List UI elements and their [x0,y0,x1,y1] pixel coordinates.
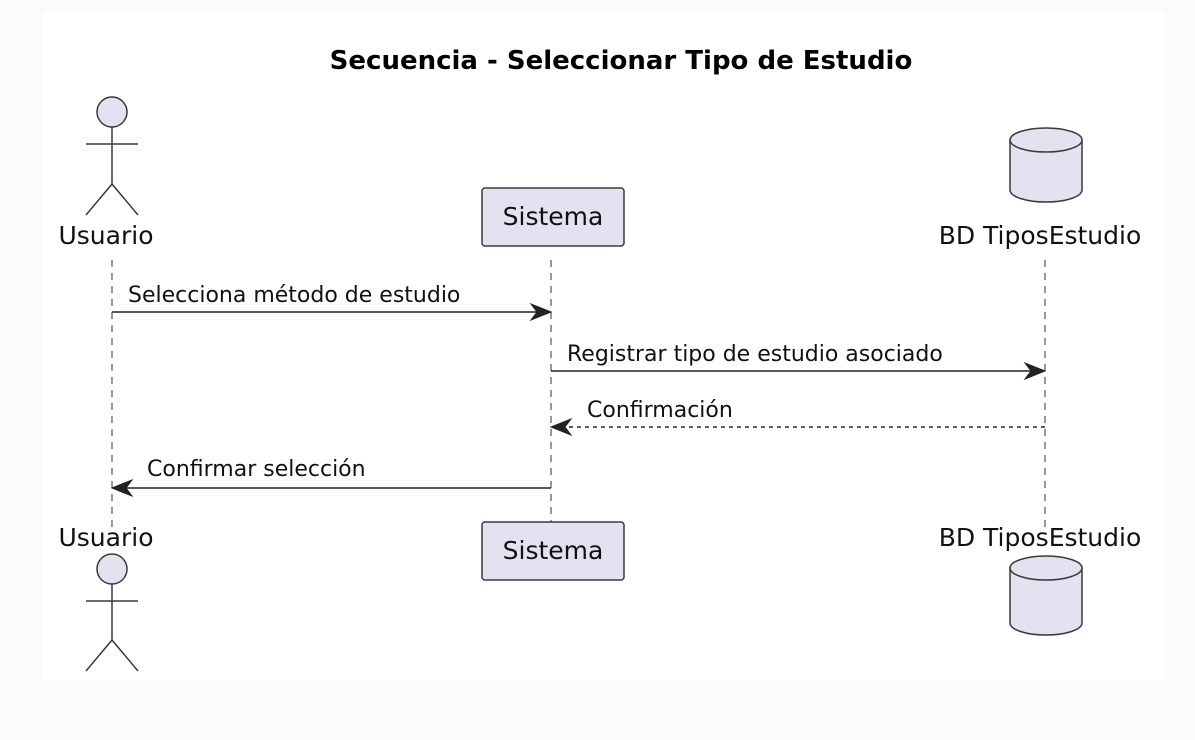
bd-label-top: BD TiposEstudio [939,221,1142,250]
database-icon [1009,127,1083,203]
usuario-actor-top: Usuario [58,96,154,250]
arrowhead-right-icon [529,302,553,322]
arrowhead-left-icon [549,417,573,437]
sistema-label-bottom: Sistema [503,536,604,565]
sistema-label-top: Sistema [503,202,604,231]
message-1: Selecciona método de estudio [112,283,553,322]
bd-database-top: BD TiposEstudio [939,127,1142,250]
bd-database-bottom: BD TiposEstudio [939,523,1142,636]
diagram-canvas: Secuencia - Seleccionar Tipo de Estudio … [42,12,1164,680]
sequence-diagram: Secuencia - Seleccionar Tipo de Estudio … [58,46,1142,672]
sistema-participant-bottom: Sistema [481,521,625,581]
message-4: Confirmar selección [110,457,551,498]
arrowhead-right-icon [1023,361,1047,381]
bd-label-bottom: BD TiposEstudio [939,523,1142,552]
usuario-label-top: Usuario [58,221,153,250]
diagram-title: Secuencia - Seleccionar Tipo de Estudio [330,46,913,76]
arrowhead-left-icon [110,478,134,498]
message-2: Registrar tipo de estudio asociado [551,342,1047,381]
actor-icon [85,553,139,672]
message-3-label: Confirmación [587,398,733,423]
message-4-label: Confirmar selección [147,457,366,482]
message-2-label: Registrar tipo de estudio asociado [567,342,943,367]
usuario-actor-bottom: Usuario [58,523,154,672]
message-1-label: Selecciona método de estudio [128,283,460,308]
sistema-participant-top: Sistema [481,187,625,247]
usuario-label-bottom: Usuario [58,523,153,552]
message-3: Confirmación [549,398,1045,437]
actor-icon [85,96,139,216]
database-icon [1009,555,1083,636]
